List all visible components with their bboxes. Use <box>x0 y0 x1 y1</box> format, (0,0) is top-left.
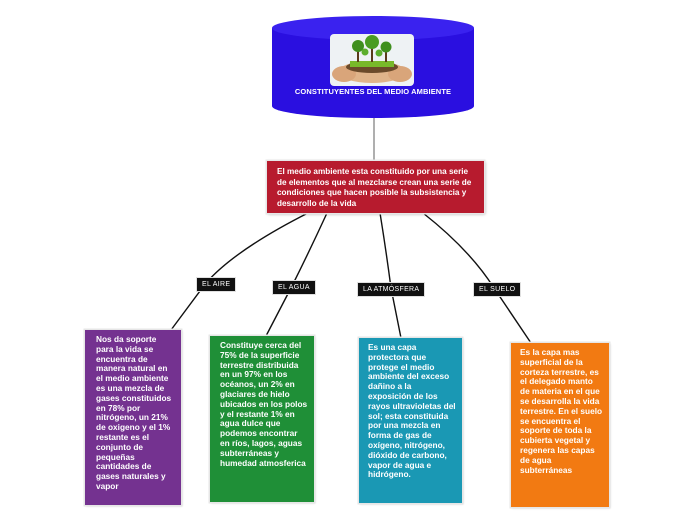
atmosfera-description[interactable]: Es una capa protectora que protege el me… <box>359 338 462 503</box>
aire-description[interactable]: Nos da soporte para la vida se encuentra… <box>85 330 181 505</box>
link-atmosfera <box>379 212 402 339</box>
hands-holding-trees-image <box>330 34 414 86</box>
link-suelo <box>422 212 532 344</box>
label-el-suelo[interactable]: EL SUELO <box>473 282 522 297</box>
label-el-aire[interactable]: EL AIRE <box>196 277 237 292</box>
label-el-agua[interactable]: EL AGUA <box>272 280 316 295</box>
link-aire <box>170 212 309 331</box>
label-la-atmosfera[interactable]: LA ATMÓSFERA <box>357 282 426 297</box>
agua-description[interactable]: Constituye cerca del 75% de la superfici… <box>210 336 314 502</box>
suelo-description[interactable]: Es la capa mas superficial de la corteza… <box>511 343 609 507</box>
root-title: CONSTITUYENTES DEL MEDIO AMBIENTE <box>294 87 452 96</box>
central-topic[interactable]: El medio ambiente esta constituido por u… <box>267 161 484 213</box>
